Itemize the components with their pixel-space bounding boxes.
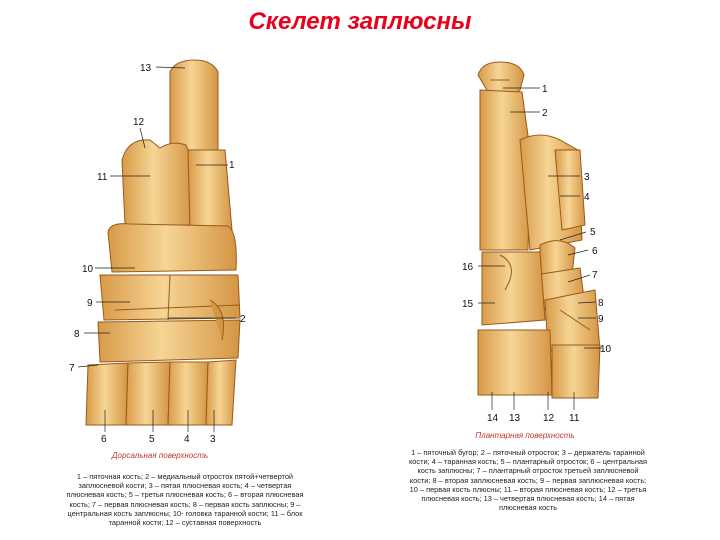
label-r11: 11 [569, 413, 580, 424]
label-3: 3 [210, 434, 216, 445]
dorsal-view-drawing [85, 59, 241, 426]
label-8: 8 [74, 329, 80, 340]
distal-tarsals-plantar [544, 289, 601, 353]
talus-trochlea [121, 139, 193, 226]
talus-head [107, 223, 237, 273]
label-r9: 9 [598, 314, 604, 325]
calcaneal-tuber [477, 61, 525, 96]
label-r14: 14 [487, 413, 499, 424]
metatarsals-plantar [477, 329, 553, 396]
label-r3: 3 [584, 172, 590, 183]
label-r8: 8 [598, 298, 604, 309]
label-2: 2 [240, 314, 246, 325]
label-r10: 10 [600, 344, 612, 355]
plantar-caption: Плантарная поверхность [475, 431, 575, 440]
label-r1: 1 [542, 84, 548, 95]
talus-lateral [554, 149, 586, 231]
label-r12: 12 [543, 413, 555, 424]
label-r5: 5 [590, 227, 596, 238]
calcaneus-body [187, 149, 233, 231]
page-title: Скелет заплюсны [248, 8, 472, 35]
metatarsal-3 [205, 359, 237, 426]
metatarsal-5 [125, 361, 171, 426]
tarsal-row-plantar [481, 251, 546, 326]
plantar-view-drawing [477, 61, 601, 399]
dorsal-description: 1 – пяточная кость; 2 – медиальный отрос… [66, 472, 304, 528]
label-r13: 13 [509, 413, 521, 424]
label-6: 6 [101, 434, 107, 445]
dorsal-labels: 13 12 1 11 10 9 8 2 7 6 5 4 3 [69, 63, 246, 445]
label-13: 13 [140, 63, 152, 74]
metatarsal-small [551, 344, 601, 399]
label-r2: 2 [542, 108, 548, 119]
label-4: 4 [184, 434, 190, 445]
dorsal-leader-lines [77, 66, 236, 432]
label-9: 9 [87, 298, 93, 309]
plantar-description: 1 – пяточный бугор; 2 – пяточный отросто… [408, 448, 648, 513]
label-1: 1 [229, 160, 235, 171]
label-12: 12 [133, 117, 145, 128]
plantar-labels: 1 2 3 4 5 6 7 8 9 10 16 15 14 13 12 11 [462, 84, 612, 424]
label-r6: 6 [592, 246, 598, 257]
dorsal-caption: Дорсальная поверхность [111, 451, 209, 460]
label-r15: 15 [462, 299, 474, 310]
distal-tarsals [97, 319, 241, 363]
label-7: 7 [69, 363, 75, 374]
label-r4: 4 [584, 192, 590, 203]
metatarsal-6 [85, 362, 129, 426]
calcaneus-bone [169, 59, 219, 161]
label-r7: 7 [592, 270, 598, 281]
plantar-leader-lines [478, 87, 602, 410]
label-r16: 16 [462, 262, 474, 273]
label-11: 11 [97, 172, 108, 183]
label-10: 10 [82, 264, 94, 275]
label-5: 5 [149, 434, 155, 445]
